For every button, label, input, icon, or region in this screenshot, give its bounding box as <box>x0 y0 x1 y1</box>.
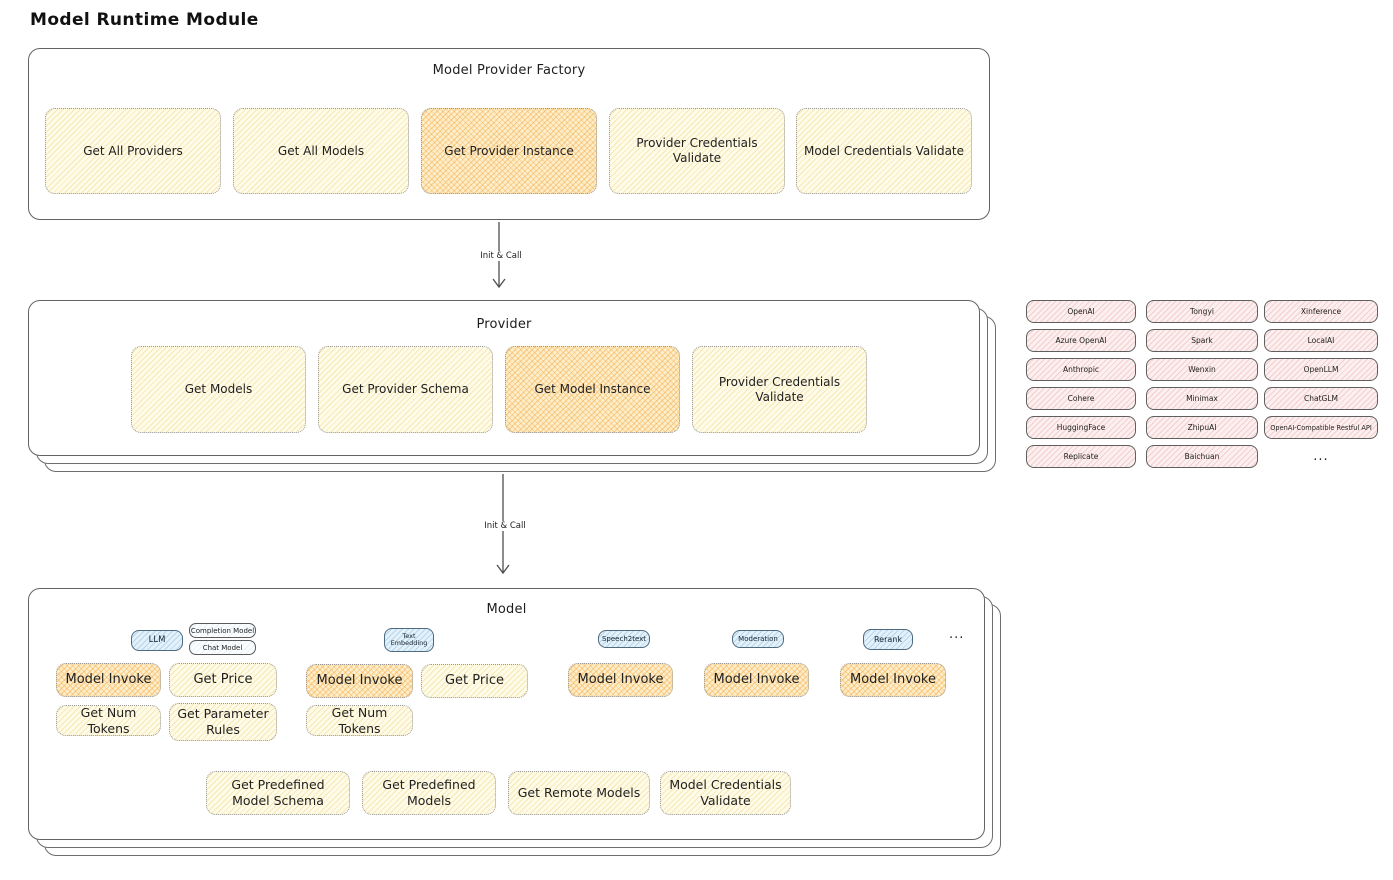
node-model-invoke-text-embedding: Model Invoke <box>306 664 413 698</box>
factory-title: Model Provider Factory <box>432 63 586 78</box>
provider-chip-openai-compatible: OpenAI-Compatible Restful API <box>1264 416 1378 439</box>
node-get-predefined-models: Get Predefined Models <box>362 771 496 815</box>
node-model-invoke-speech2text: Model Invoke <box>568 663 673 697</box>
arrow-label-init-call-2: Init & Call <box>468 521 542 531</box>
provider-chip-minimax: Minimax <box>1146 387 1258 410</box>
node-get-num-tokens-text-embedding: Get Num Tokens <box>306 705 413 736</box>
tag-completion-model: Completion Model <box>189 623 256 638</box>
factory-frame: Model Provider Factory Get All Providers… <box>28 48 990 220</box>
node-get-remote-models: Get Remote Models <box>508 771 650 815</box>
node-model-invoke-moderation: Model Invoke <box>704 663 809 697</box>
node-get-price-llm: Get Price <box>169 663 277 697</box>
provider-chip-wenxin: Wenxin <box>1146 358 1258 381</box>
tag-llm: LLM <box>131 630 183 651</box>
node-provider-credentials-validate: Provider Credentials Validate <box>609 108 785 194</box>
provider-chip-column-2: Tongyi Spark Wenxin Minimax ZhipuAI Baic… <box>1146 300 1258 474</box>
node-get-provider-schema: Get Provider Schema <box>318 346 493 433</box>
node-provider-credentials-validate-2: Provider Credentials Validate <box>692 346 867 433</box>
provider-chip-openai: OpenAI <box>1026 300 1136 323</box>
arrow-label-init-call-1: Init & Call <box>462 251 540 261</box>
provider-chip-tongyi: Tongyi <box>1146 300 1258 323</box>
node-model-credentials-validate-bottom: Model Credentials Validate <box>660 771 791 815</box>
node-get-parameter-rules: Get Parameter Rules <box>169 703 277 741</box>
provider-frame: Provider Get Models Get Provider Schema … <box>28 300 980 456</box>
model-frame: Model LLM Completion Model Chat Model Te… <box>28 588 985 840</box>
tag-text-embedding: Text Embedding <box>384 628 434 652</box>
model-tags-ellipsis: ... <box>949 627 965 642</box>
provider-chip-spark: Spark <box>1146 329 1258 352</box>
page-title: Model Runtime Module <box>30 10 259 30</box>
node-get-num-tokens-llm: Get Num Tokens <box>56 705 161 736</box>
provider-more-ellipsis: ... <box>1313 449 1329 464</box>
provider-chip-baichuan: Baichuan <box>1146 445 1258 468</box>
tag-chat-model: Chat Model <box>189 640 256 655</box>
provider-chip-openllm: OpenLLM <box>1264 358 1378 381</box>
tag-rerank: Rerank <box>863 629 913 650</box>
provider-chip-column-1: OpenAI Azure OpenAI Anthropic Cohere Hug… <box>1026 300 1136 474</box>
node-get-all-providers: Get All Providers <box>45 108 221 194</box>
provider-chip-cohere: Cohere <box>1026 387 1136 410</box>
provider-title: Provider <box>476 317 532 332</box>
node-get-model-instance: Get Model Instance <box>505 346 680 433</box>
provider-chip-azure-openai: Azure OpenAI <box>1026 329 1136 352</box>
node-get-models: Get Models <box>131 346 306 433</box>
provider-chip-column-3: Xinference LocalAI OpenLLM ChatGLM OpenA… <box>1264 300 1378 468</box>
provider-chip-localai: LocalAI <box>1264 329 1378 352</box>
node-model-invoke-llm: Model Invoke <box>56 663 161 697</box>
node-get-all-models: Get All Models <box>233 108 409 194</box>
provider-chip-zhipuai: ZhipuAI <box>1146 416 1258 439</box>
node-get-price-text-embedding: Get Price <box>421 664 528 698</box>
provider-chip-chatglm: ChatGLM <box>1264 387 1378 410</box>
provider-chip-replicate: Replicate <box>1026 445 1136 468</box>
provider-chip-huggingface: HuggingFace <box>1026 416 1136 439</box>
node-get-provider-instance: Get Provider Instance <box>421 108 597 194</box>
node-model-invoke-rerank: Model Invoke <box>840 663 946 697</box>
provider-chip-xinference: Xinference <box>1264 300 1378 323</box>
node-model-credentials-validate: Model Credentials Validate <box>796 108 972 194</box>
model-title: Model <box>486 602 527 617</box>
node-get-predefined-model-schema: Get Predefined Model Schema <box>206 771 350 815</box>
tag-speech2text: Speech2text <box>598 630 650 648</box>
provider-chip-anthropic: Anthropic <box>1026 358 1136 381</box>
tag-moderation: Moderation <box>732 630 784 648</box>
